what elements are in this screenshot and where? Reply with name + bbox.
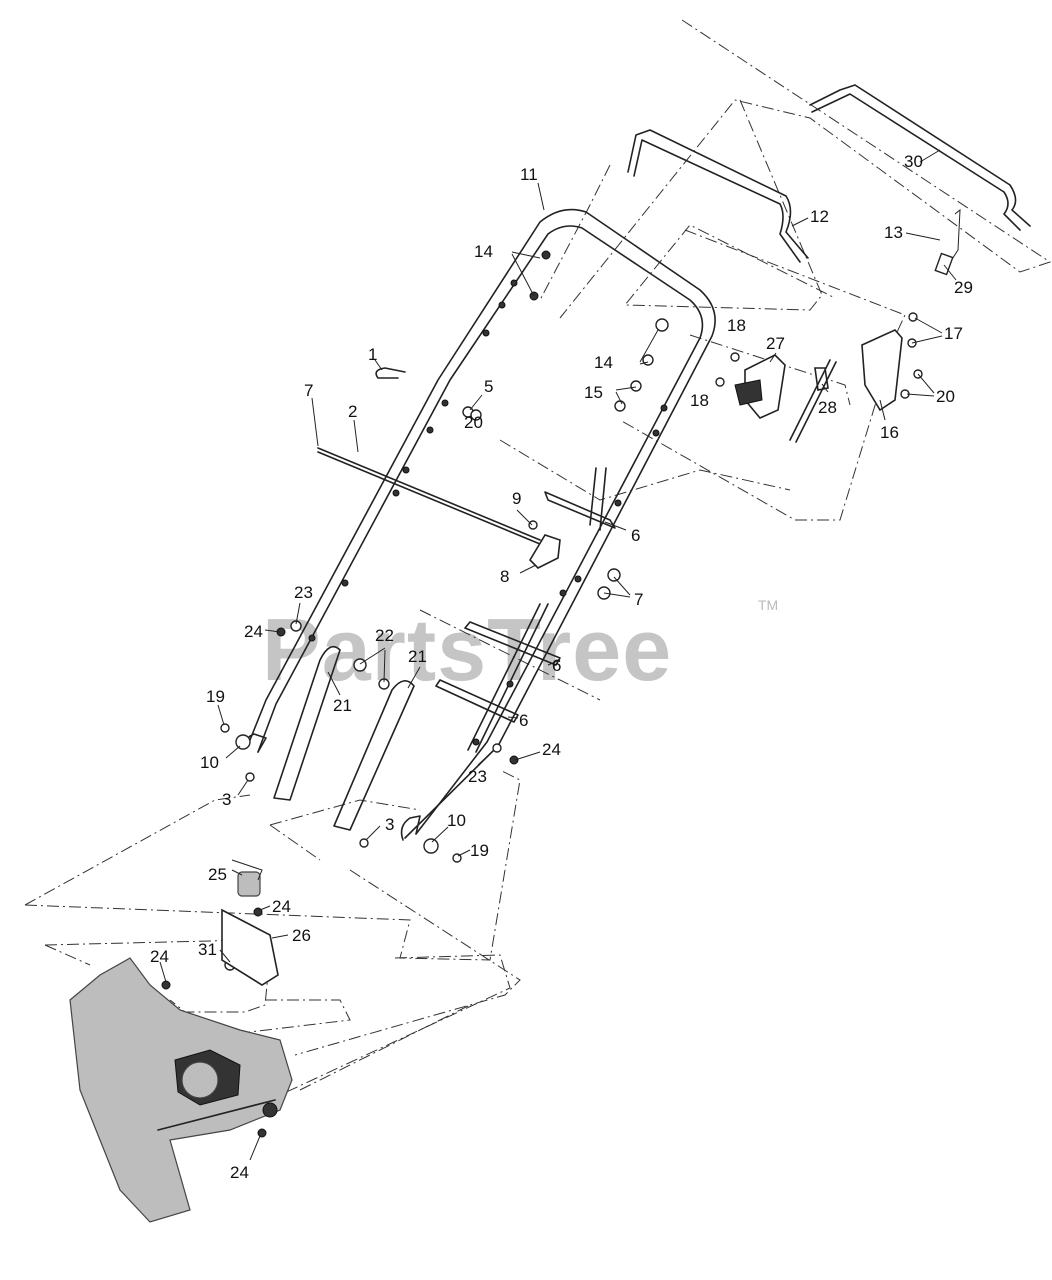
callout-16: 16 [880,423,899,442]
callout-6: 6 [631,526,640,545]
callout-19: 19 [470,841,489,860]
watermark-trademark: TM [758,597,778,613]
callout-10: 10 [447,811,466,830]
callout-14: 14 [474,242,493,261]
callout-12: 12 [810,207,829,226]
callout-5: 5 [484,377,493,396]
upper-bail-bar [627,129,809,263]
callout-20: 20 [464,413,483,432]
callout-14: 14 [594,353,613,372]
rods [317,447,616,753]
callout-11: 11 [520,165,538,184]
leader-lines [159,149,957,1161]
callout-labels: 1 2 3 3 5 6 6 6 7 7 8 9 10 10 11 12 13 1… [150,152,973,1182]
handle-hardware [161,250,923,1138]
chassis [69,957,293,1223]
callout-1: 1 [368,345,377,364]
callout-18: 18 [727,316,746,335]
callout-2: 2 [348,402,357,421]
callout-6: 6 [519,711,528,730]
callout-20: 20 [936,387,955,406]
callout-25: 25 [208,865,227,884]
callout-15: 15 [584,383,603,402]
watermark-text: PartsTree [262,600,672,699]
callout-24: 24 [230,1163,249,1182]
assembly-guide-lines [24,19,1052,1096]
callout-21: 21 [333,696,352,715]
callout-17: 17 [944,324,963,343]
callout-19: 19 [206,687,225,706]
callout-7: 7 [634,590,643,609]
callout-30: 30 [904,152,923,171]
callout-26: 26 [292,926,311,945]
callout-23: 23 [294,583,313,602]
callout-24: 24 [244,622,263,641]
callout-31: 31 [198,940,217,959]
callout-8: 8 [500,567,509,586]
callout-29: 29 [954,278,973,297]
callout-27: 27 [766,334,785,353]
callout-24: 24 [272,897,291,916]
callout-10: 10 [200,753,219,772]
callout-22: 22 [375,626,394,645]
callout-28: 28 [818,398,837,417]
lower-bracket-assembly [221,859,279,986]
callout-6: 6 [552,656,561,675]
callout-7: 7 [304,381,313,400]
callout-21: 21 [408,647,427,666]
control-brackets [734,329,903,443]
callout-18: 18 [690,391,709,410]
main-handle-frame [244,208,716,841]
callout-23: 23 [468,767,487,786]
callout-13: 13 [884,223,903,242]
callout-9: 9 [512,489,521,508]
callout-3: 3 [222,790,231,809]
callout-3: 3 [385,815,394,834]
bracket-8 [528,534,561,569]
callout-24: 24 [542,740,561,759]
cable-assembly [934,208,961,276]
top-bail-bar [809,84,1031,231]
hook-1 [375,367,406,379]
callout-24: 24 [150,947,169,966]
lower-rails [273,645,415,831]
